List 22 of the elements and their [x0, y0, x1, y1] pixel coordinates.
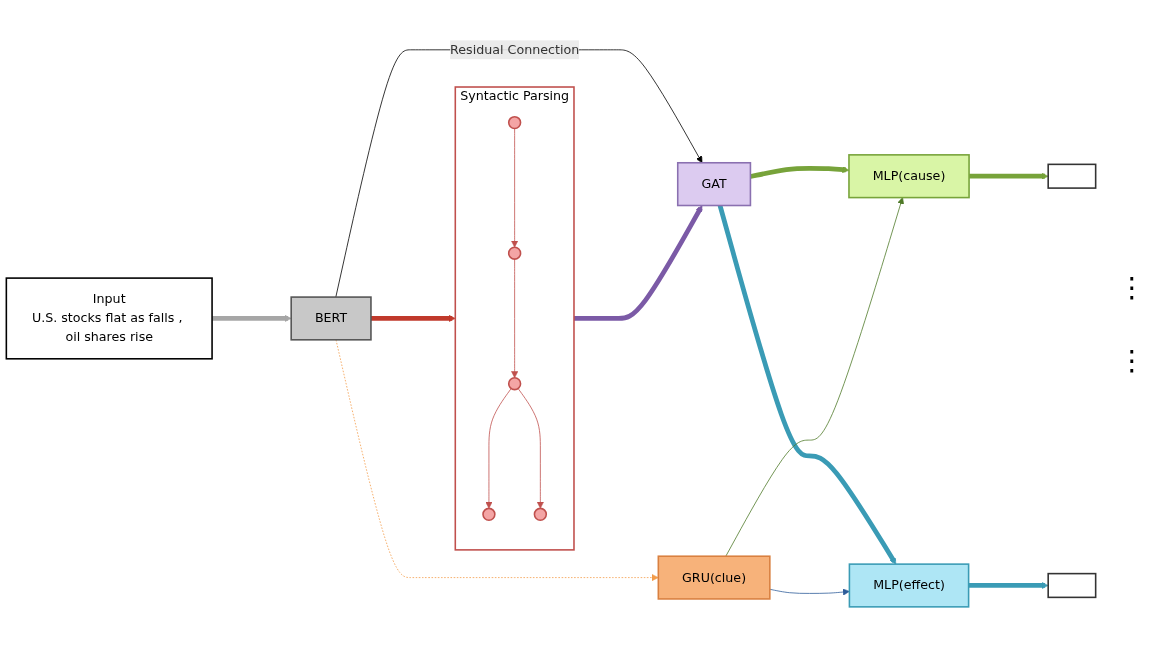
arrow: [370, 314, 456, 322]
edge-label: Residual Connection: [450, 41, 580, 57]
arrow: [212, 314, 292, 322]
node-box: [1047, 163, 1097, 189]
arrow: [574, 205, 703, 321]
node-circle: [507, 246, 522, 260]
arrow: [969, 172, 1049, 180]
cluster: Syntactic Parsing: [454, 86, 575, 551]
node-circle: [507, 376, 522, 391]
node-box: MLP(cause): [848, 154, 970, 199]
node-box: MLP(effect): [848, 563, 970, 608]
node-circle: [482, 507, 496, 521]
ellipsis-mark: ⋮: [1118, 270, 1146, 304]
node-circle: [533, 507, 548, 521]
node-box: [1047, 572, 1097, 599]
node-box: GRU(clue): [657, 555, 771, 600]
ellipsis-mark: ⋮: [1118, 343, 1146, 377]
node-box: BERT: [290, 296, 372, 341]
node-box: GAT: [676, 161, 752, 207]
arrow: [968, 581, 1049, 589]
node-circle: [507, 115, 522, 130]
node-box: Input U.S. stocks flat as falls , oil shares rise: [5, 277, 213, 360]
